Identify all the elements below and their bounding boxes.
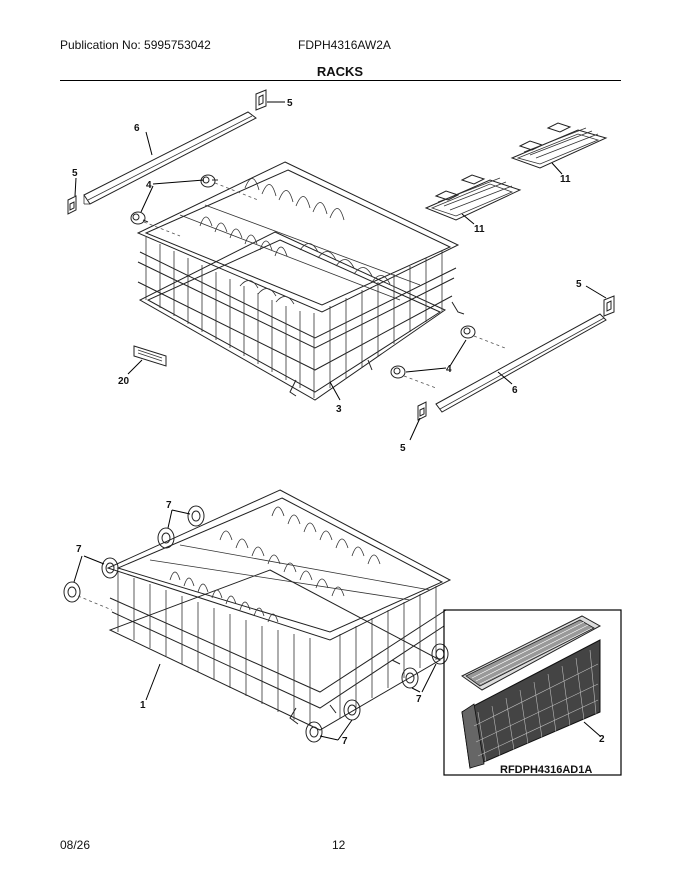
- callout-4-left: 4: [146, 180, 152, 191]
- title-rule: [60, 80, 621, 81]
- callout-5-left: 5: [72, 168, 78, 179]
- cup-shelf-upper: [510, 122, 608, 169]
- left-roller-lower: [130, 211, 149, 225]
- callout-5-top: 5: [287, 98, 293, 109]
- footer-date: 08/26: [60, 838, 91, 852]
- right-roller-lower: [390, 365, 406, 379]
- label-plate: [133, 345, 167, 367]
- callout-7-top: 7: [166, 500, 172, 511]
- silverware-basket-inset: [443, 609, 622, 776]
- rail-end-cap-top: [255, 89, 267, 111]
- callout-7-right: 7: [416, 694, 422, 705]
- wheel-right: [401, 643, 449, 689]
- rail-end-cap-right-bottom: [417, 401, 427, 421]
- model-number: FDPH4316AW2A: [298, 38, 391, 52]
- publication-number: Publication No: 5995753042: [60, 38, 211, 52]
- upper-rack: [136, 161, 465, 401]
- callout-5-right-top: 5: [576, 279, 582, 290]
- callout-7-bottom: 7: [342, 736, 348, 747]
- callout-7-left: 7: [76, 544, 82, 555]
- wheel-top: [157, 505, 205, 549]
- callout-6-left: 6: [134, 123, 140, 134]
- lower-rack: [106, 489, 452, 731]
- callout-2: 2: [599, 734, 605, 745]
- callout-3: 3: [336, 404, 342, 415]
- cup-shelf-lower: [424, 174, 522, 221]
- left-roller-upper: [200, 174, 218, 188]
- rail-end-cap-right-top: [603, 295, 615, 317]
- right-roller-upper: [460, 325, 476, 339]
- footer-page-number: 12: [332, 838, 346, 852]
- diagram-id: RFDPH4316AD1A: [500, 764, 592, 776]
- wheel-left: [63, 557, 119, 603]
- callout-6-right: 6: [512, 385, 518, 396]
- rail-end-cap-left: [67, 195, 77, 215]
- section-title: RACKS: [316, 64, 364, 79]
- callout-5-right-bottom: 5: [400, 443, 406, 454]
- callout-11-lower: 11: [474, 224, 485, 235]
- callout-20: 20: [118, 376, 130, 387]
- left-rail: [83, 111, 257, 205]
- callout-4-right: 4: [446, 364, 452, 375]
- callout-11-upper: 11: [560, 174, 571, 185]
- right-rail: [435, 313, 607, 413]
- callout-1: 1: [140, 700, 146, 711]
